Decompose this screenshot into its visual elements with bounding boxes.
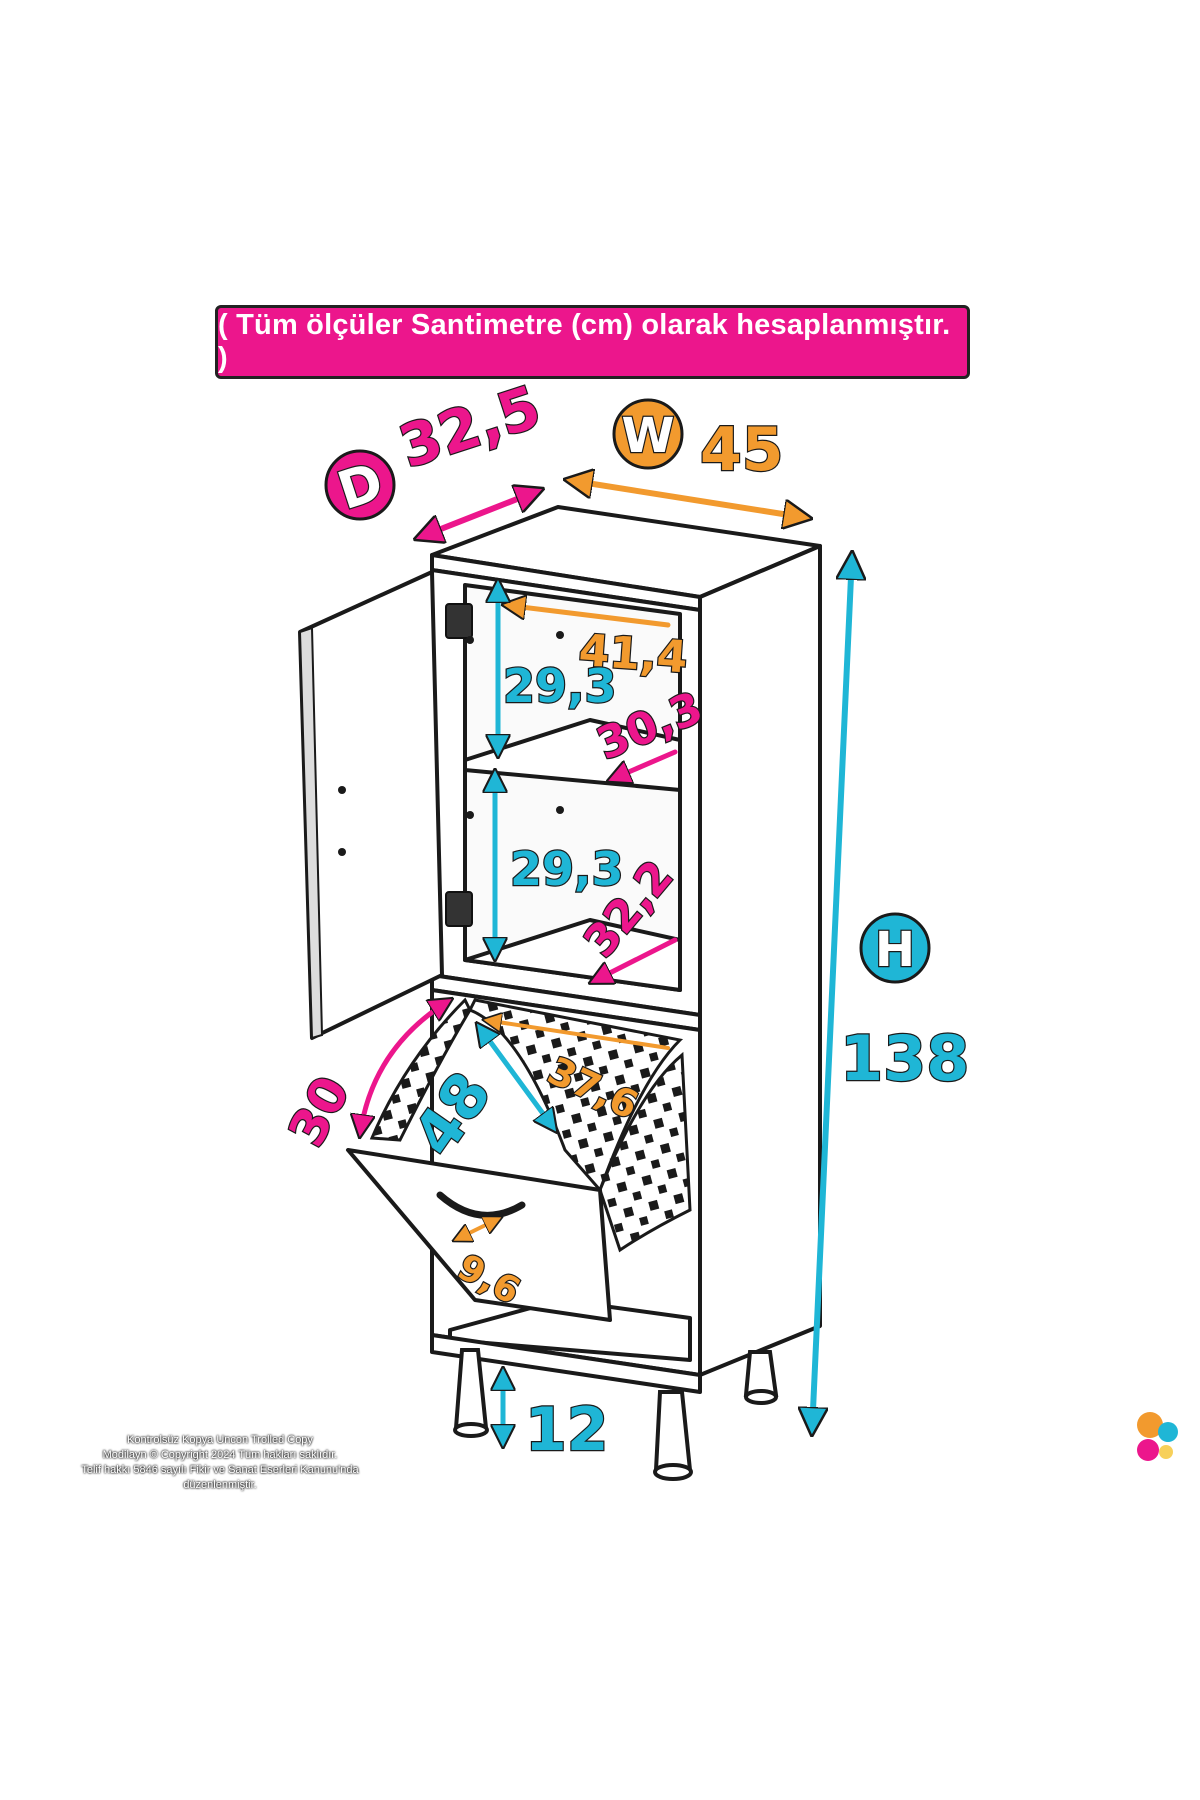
leg-back-right [743,1350,779,1397]
base-panel [430,1333,702,1394]
handle-width-arrow [455,1218,500,1240]
copyright-line-1: Kontrolsüz Kopya Uncon Trolled Copy [127,1434,313,1446]
depth-badge: D [324,449,396,523]
height-badge: H [859,912,931,984]
copyright-line-3: Telif hakkı 5846 sayılı Fikir ve Sanat E… [81,1464,359,1491]
width-arrow [568,480,808,518]
brand-drop-logo [1137,1412,1178,1461]
depth-value: 32,5 [391,372,548,481]
inner-width-value: 41,4 [577,625,689,683]
basket-height-arrow [478,1025,555,1130]
shelf-pin-holes [466,631,564,819]
width-value: 45 [700,415,784,485]
inner-width-arrow [505,605,671,628]
copyright-line-2: Modilayn © Copyright 2024 Tüm hakları sa… [102,1449,338,1461]
cabinet-legs [453,1348,779,1481]
shelf-depth-bottom-arrow [592,937,678,982]
basket-handle-icon [436,1191,526,1219]
depth-arrow [418,490,540,538]
width-badge: W [612,398,684,470]
width-badge-letter: W [622,408,675,464]
shelf-height-bottom-value: 29,3 [510,842,624,896]
height-arrow [812,555,852,1432]
leg-height-value: 12 [525,1395,609,1465]
hinge-icon [445,603,473,927]
height-badge-letter: H [875,922,915,978]
shelf-height-top-value: 29,3 [503,659,617,713]
upper-door [298,570,444,1040]
leg-front-left [453,1348,489,1430]
dimension-arrows [360,480,852,1445]
height-value: 138 [840,1022,969,1095]
shelf-depth-top-arrow [610,749,678,780]
leg-front-right [653,1390,693,1472]
units-note: ( Tüm ölçüler Santimetre (cm) olarak hes… [218,309,951,374]
units-banner: ( Tüm ölçüler Santimetre (cm) olarak hes… [215,305,970,379]
basket-width-arrow [485,1020,670,1050]
basket-right-mesh [598,1051,692,1253]
copyright-notice: Kontrolsüz Kopya Uncon Trolled Copy Modi… [60,1433,380,1493]
basket-angle-value: 30 [277,1067,361,1156]
cabinet-right-side [698,544,822,1377]
basket-angle-arrow [360,1000,450,1135]
